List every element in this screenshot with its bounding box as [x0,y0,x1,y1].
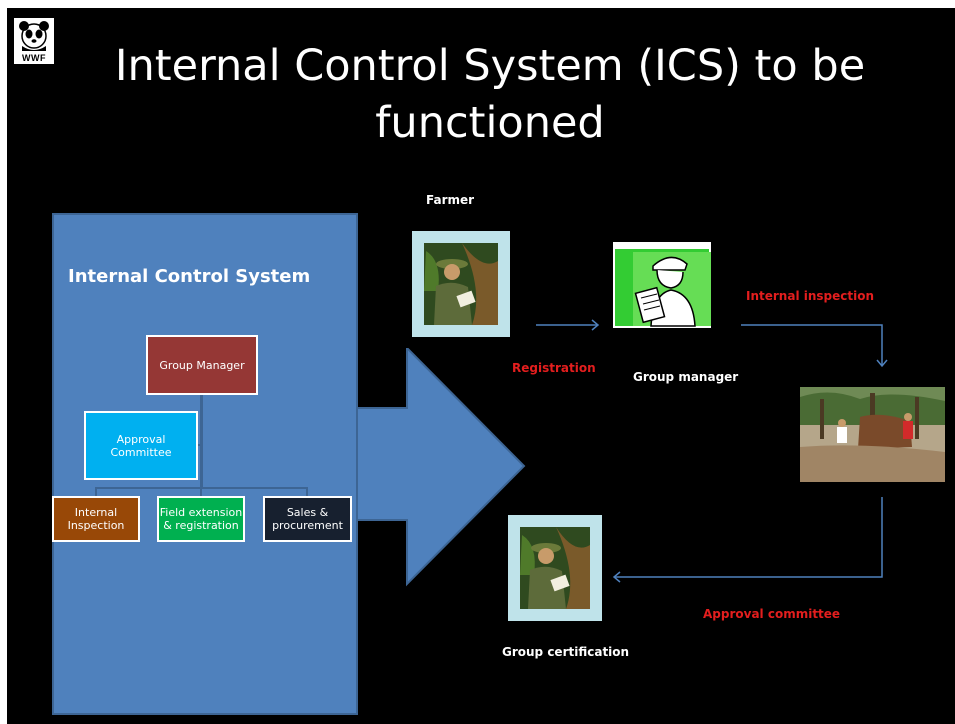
group-certification-icon [508,515,602,621]
registration-label: Registration [512,361,596,375]
group-manager-label: Group Manager [159,358,245,372]
slide-title: Internal Control System (ICS) to be func… [114,41,866,148]
connector-approval [198,444,203,446]
farmer-label: Farmer [426,193,475,207]
group-manager-icon [613,242,711,328]
farmer-icon [412,231,510,337]
wwf-logo: WWF [14,18,54,64]
group-manager-box: Group Manager [146,335,258,395]
connector-internal [95,487,97,496]
big-arrow-shape [352,348,526,587]
internal-inspection-box: Internal Inspection [52,496,140,542]
internal-inspection-label: Internal Inspection [67,506,125,532]
approval-committee-flow-label: Approval committee [703,607,841,621]
field-inspection-photo [800,387,945,482]
flow-arrow-approval [614,497,883,578]
field-extension-label: Field extension & registration [159,506,243,532]
group-manager-flow-label: Group manager [633,370,739,384]
field-extension-box: Field extension & registration [157,496,245,542]
group-certification-label: Group certification [502,645,630,659]
sales-procurement-box: Sales & procurement [263,496,352,542]
approval-committee-label: Approval Committee [110,432,172,459]
approval-committee-box: Approval Committee [84,411,198,480]
sales-procurement-label: Sales & procurement [272,506,343,532]
connector-sales [306,487,308,496]
connector-field [200,487,202,496]
panda-icon [19,21,49,51]
panel-title: Internal Control System [68,266,311,287]
internal-inspection-flow-label: Internal inspection [746,289,875,303]
flow-arrow-inspection [741,324,883,366]
logo-text: WWF [22,53,46,63]
connector-vertical [200,395,203,488]
